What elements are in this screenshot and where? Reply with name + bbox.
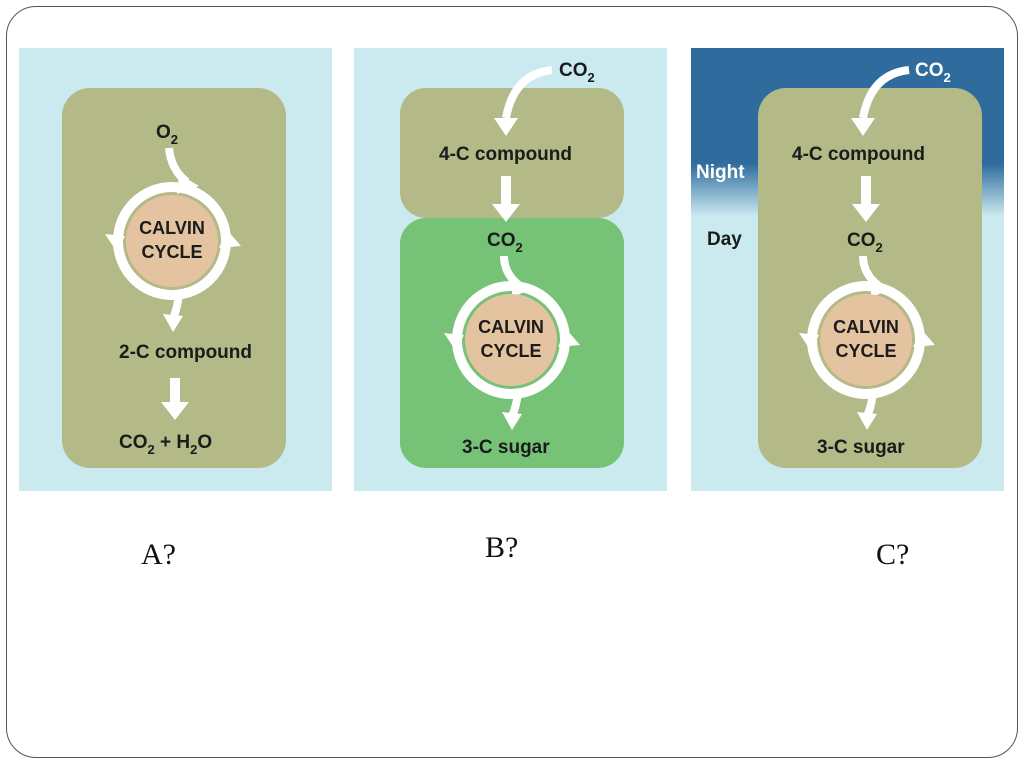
- panel-c-input-arrow: [859, 66, 910, 119]
- panel-b-input-arrow: [502, 66, 553, 119]
- panel-a-final-products: CO2 + H2O: [119, 432, 212, 457]
- panel-a-photorespiration: O2 CALVIN CYCLE 2-C compound CO2 + H2O: [19, 48, 332, 491]
- panel-c-down-arrow: [861, 176, 871, 206]
- panel-c-input-arrowhead: [851, 118, 875, 136]
- panel-b-input-arrowhead: [494, 118, 518, 136]
- panel-b-diagram: CO2 4-C compound CO2 CALVIN CYCLE 3-C su…: [354, 48, 667, 491]
- panel-c-compound-label: 4-C compound: [792, 144, 925, 165]
- panel-a-cycle-line1: CALVIN: [139, 218, 205, 238]
- panel-c-released-label: CO2: [847, 230, 883, 255]
- panel-b-cycle-line2: CYCLE: [480, 341, 541, 361]
- panel-b-output-arrowhead: [502, 412, 522, 430]
- panel-a-output-arrowhead: [163, 314, 183, 332]
- panel-a-down-arrowhead: [161, 402, 189, 420]
- panel-a-down-arrow: [170, 378, 180, 404]
- panel-b-c4-pathway: CO2 4-C compound CO2 CALVIN CYCLE 3-C su…: [354, 48, 667, 491]
- panel-b-mesophyll-cell: [400, 88, 624, 218]
- panel-a-input-label: O2: [156, 122, 178, 147]
- panel-c-night-label: Night: [696, 162, 745, 183]
- panel-c-product-label: 3-C sugar: [817, 437, 905, 458]
- panel-c-input-label: CO2: [915, 60, 951, 85]
- panel-c-day-label: Day: [707, 229, 742, 250]
- panel-b-input-label: CO2: [559, 60, 595, 85]
- panel-b-compound-label: 4-C compound: [439, 144, 572, 165]
- panel-a-product-label: 2-C compound: [119, 342, 252, 363]
- panel-a-diagram: O2 CALVIN CYCLE 2-C compound CO2 + H2O: [19, 48, 332, 491]
- panel-c-cycle-line2: CYCLE: [835, 341, 896, 361]
- panel-a-calvin-cycle: CALVIN CYCLE: [105, 182, 241, 300]
- panel-c-diagram: Night Day CO2 4-C compound CO2 CALVIN CY…: [691, 48, 1004, 491]
- panel-b-calvin-cycle: CALVIN CYCLE: [444, 281, 580, 399]
- panel-b-down-arrowhead: [492, 204, 520, 222]
- panel-b-product-label: 3-C sugar: [462, 437, 550, 458]
- panel-c-down-arrowhead: [852, 204, 880, 222]
- panel-c-calvin-cycle: CALVIN CYCLE: [799, 281, 935, 399]
- panel-b-released-label: CO2: [487, 230, 523, 255]
- caption-c: C?: [876, 538, 910, 571]
- panel-c-output-arrowhead: [857, 412, 877, 430]
- panel-b-cycle-line1: CALVIN: [478, 317, 544, 337]
- caption-b: B?: [485, 531, 519, 564]
- panel-c-cam-pathway: Night Day CO2 4-C compound CO2 CALVIN CY…: [691, 48, 1004, 491]
- panel-c-cycle-line1: CALVIN: [833, 317, 899, 337]
- panel-b-down-arrow: [501, 176, 511, 206]
- panel-a-cycle-line2: CYCLE: [141, 242, 202, 262]
- caption-a: A?: [141, 538, 176, 571]
